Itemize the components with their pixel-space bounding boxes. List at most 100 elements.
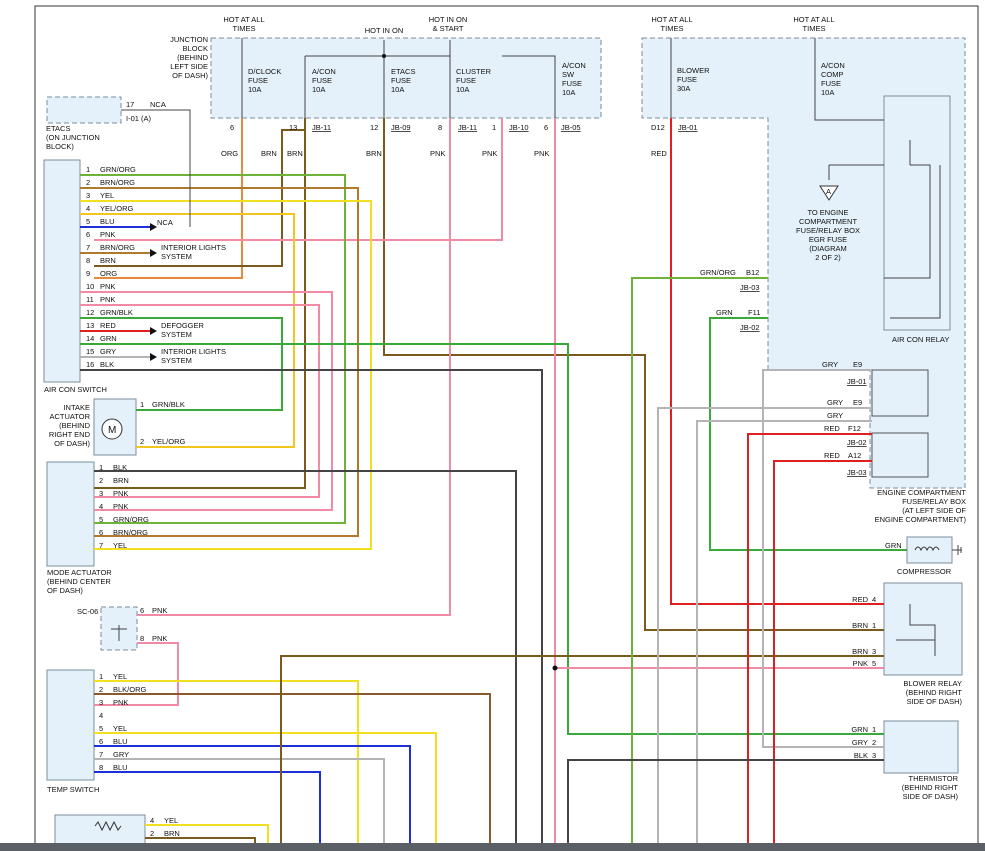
temp-switch-pin-5-color: YEL: [113, 724, 127, 733]
engine-row-2-pin: E9: [853, 398, 862, 407]
sc06-pin-2-number: 8: [140, 634, 144, 643]
sc06-pin-2-color: PNK: [152, 634, 167, 643]
wire-pnk-pin1: [94, 118, 503, 241]
top-wire-color-2: BRN: [261, 149, 277, 158]
air-con-switch-pin-8-number: 8: [86, 256, 90, 265]
temp-switch-pin-3-color: PNK: [113, 698, 128, 707]
motor-symbol: [101, 418, 123, 440]
wire-ts-8: [94, 771, 321, 850]
mode-actuator-pin-2-color: BRN: [113, 476, 129, 485]
sc06-label: SC-06: [77, 607, 98, 616]
air-con-switch-pin-16-number: 16: [86, 360, 94, 369]
wire-ac-16: [80, 369, 543, 850]
power-label-2: HOT IN ON: [365, 26, 404, 35]
jb-pin-1: 6: [230, 123, 234, 132]
wire-grn-f11: [709, 317, 907, 551]
air-con-switch-pin-8-color: BRN: [100, 256, 116, 265]
air-con-switch-pin-3-color: YEL: [100, 191, 114, 200]
air-con-switch-pin-2-number: 2: [86, 178, 90, 187]
wire-power-3: [449, 40, 556, 118]
wire-gry-e9b: [657, 407, 872, 850]
wire-etacs-nca: [121, 109, 191, 227]
top-wire-color-6: PNK: [482, 149, 497, 158]
air-con-switch-pin-2-color: BRN/ORG: [100, 178, 135, 187]
compressor-wire-color: GRN: [885, 541, 902, 550]
resistor-zigzag: [94, 820, 122, 832]
wire-gry-c: [696, 420, 872, 850]
jb-pin-3: 12: [370, 123, 378, 132]
temp-switch-label: TEMP SWITCH: [47, 785, 99, 794]
wire-br-3: [280, 655, 884, 850]
top-wire-color-4: BRN: [366, 149, 382, 158]
engine-row-1-pin: E9: [853, 360, 862, 369]
air-con-switch-pin-12-number: 12: [86, 308, 94, 317]
engine-row-3-color: GRY: [827, 411, 843, 420]
wire-ts-7: [94, 758, 385, 850]
engine-row-1-color: GRY: [822, 360, 838, 369]
bottom-sensor-pin-2-color: BRN: [164, 829, 180, 838]
compressor-coil: [914, 546, 940, 552]
temp-switch-box: [46, 669, 95, 781]
thermistor-pin-1-color: GRN: [851, 725, 868, 734]
power-label-3: HOT IN ON& START: [429, 15, 468, 33]
mode-actuator-pin-4-number: 4: [99, 502, 103, 511]
wire-brn-etacs: [383, 118, 884, 631]
mode-actuator-pin-4-color: PNK: [113, 502, 128, 511]
engine-row-4-conn: JB-02: [847, 438, 867, 447]
blower-relay-pin-2-color: BRN: [852, 621, 868, 630]
temp-switch-pin-7-number: 7: [99, 750, 103, 759]
arrow-interior-1: [150, 249, 157, 257]
wire-blower-relay-coil: [896, 604, 936, 656]
air-con-switch-pin-6-number: 6: [86, 230, 90, 239]
jb-conn-1: JB-11: [312, 123, 331, 132]
blower-relay-pin-3-number: 3: [872, 647, 876, 656]
wire-brn-acon-b: [94, 118, 306, 489]
temp-switch-pin-4-number: 4: [99, 711, 103, 720]
fuse-relay-inner-1: [871, 369, 929, 417]
air-con-switch-pin-13-color: RED: [100, 321, 116, 330]
wire-ac-3: [80, 200, 372, 550]
top-wire-color-8: RED: [651, 149, 667, 158]
mode-actuator-pin-6-color: BRN/ORG: [113, 528, 148, 537]
top-wire-color-7: PNK: [534, 149, 549, 158]
wire-red-a12: [773, 460, 872, 850]
mode-actuator-pin-5-color: GRN/ORG: [113, 515, 149, 524]
compressor-box: [906, 536, 953, 564]
air-con-switch-pin-5-color: BLU: [100, 217, 115, 226]
motor-letter: M: [108, 425, 116, 436]
intake-actuator-pin-1-color: GRN/BLK: [152, 400, 185, 409]
jb-conn-2: JB-09: [391, 123, 411, 132]
relay-box-wire-2-conn: JB-02: [740, 323, 760, 332]
temp-switch-pin-6-color: BLU: [113, 737, 128, 746]
air-con-switch-pin-15-number: 15: [86, 347, 94, 356]
air-con-relay-label: AIR CON RELAY: [892, 335, 949, 344]
sc06-pin-1-number: 6: [140, 606, 144, 615]
temp-switch-pin-2-number: 2: [99, 685, 103, 694]
temp-switch-pin-8-number: 8: [99, 763, 103, 772]
etacs-box: [46, 96, 122, 124]
mode-actuator-pin-7-color: YEL: [113, 541, 127, 550]
wire-ac-11: [80, 304, 320, 498]
mode-actuator-pin-5-number: 5: [99, 515, 103, 524]
air-con-switch-pin-4-number: 4: [86, 204, 90, 213]
air-con-switch-pin-7-number: 7: [86, 243, 90, 252]
wire-pnk-cluster: [137, 118, 451, 616]
diagram-frame: [34, 5, 979, 851]
arrow-nca: [150, 223, 157, 231]
air-con-switch-pin-7-color: BRN/ORG: [100, 243, 135, 252]
engine-row-1-conn: JB-01: [847, 377, 867, 386]
bottom-sensor-pin-1-color: YEL: [164, 816, 178, 825]
